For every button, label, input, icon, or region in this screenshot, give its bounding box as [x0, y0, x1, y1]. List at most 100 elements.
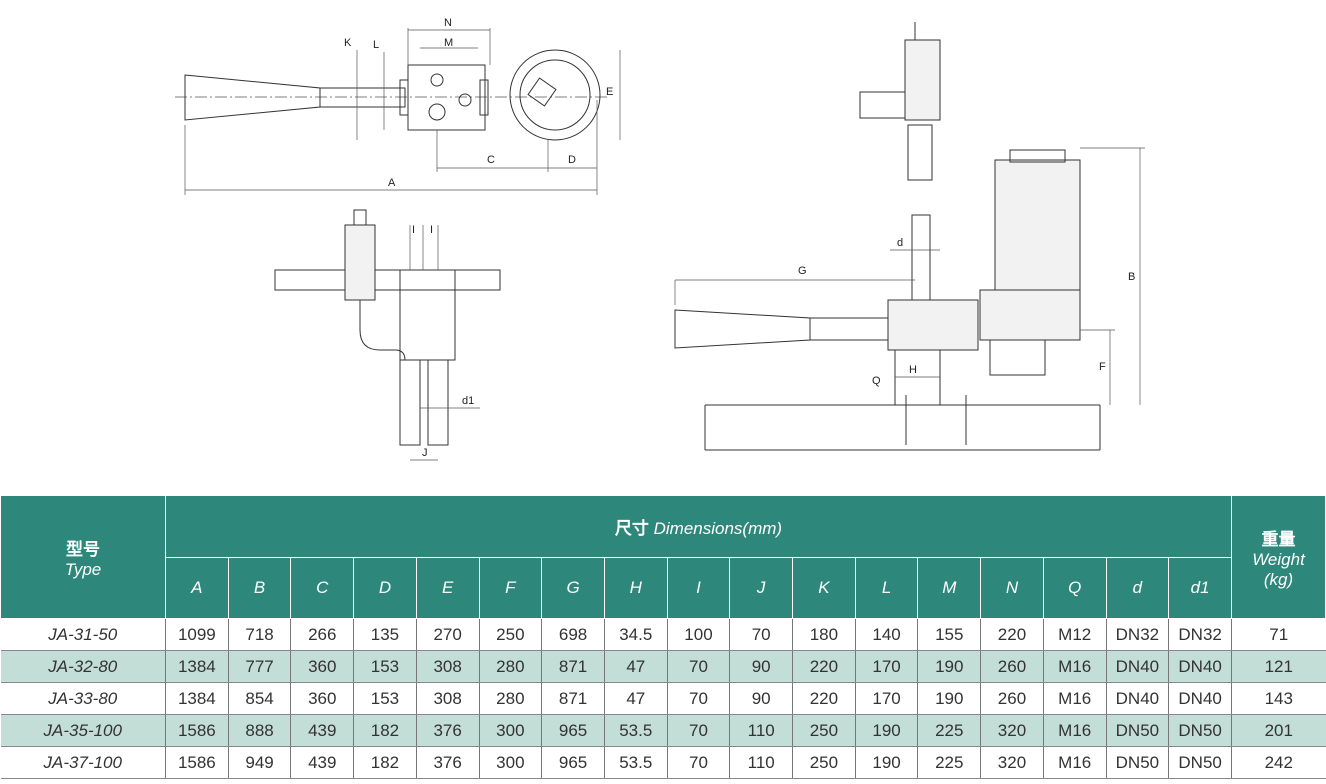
column-header-H: H: [603, 557, 668, 619]
value-cell: DN50: [1105, 714, 1170, 747]
value-cell: 153: [353, 650, 417, 683]
dimension-label: D: [568, 154, 576, 166]
value-cell: 718: [227, 618, 292, 651]
column-header-Q: Q: [1042, 557, 1107, 619]
value-cell: 260: [980, 682, 1044, 715]
value-cell: 47: [603, 682, 668, 715]
value-cell: 190: [854, 746, 919, 779]
column-header-C: C: [290, 557, 355, 619]
value-cell: 965: [541, 714, 605, 747]
type-header-en: Type: [64, 559, 102, 579]
value-cell: M16: [1042, 714, 1107, 747]
dimension-label: N: [444, 17, 452, 29]
dimension-label: d1: [462, 395, 474, 407]
weight-cell: 143: [1231, 682, 1326, 715]
value-cell: 777: [227, 650, 292, 683]
column-header-I: I: [666, 557, 731, 619]
value-cell: 250: [478, 618, 543, 651]
value-cell: 180: [792, 618, 856, 651]
weight-cell: 201: [1231, 714, 1326, 747]
value-cell: 360: [290, 650, 355, 683]
value-cell: 70: [729, 618, 794, 651]
weight-unit: (kg): [1263, 569, 1294, 589]
dimensions-header: 尺寸 Dimensions(mm): [165, 495, 1232, 558]
value-cell: 100: [666, 618, 731, 651]
value-cell: 376: [415, 714, 480, 747]
value-cell: 698: [541, 618, 605, 651]
dimensions-header-en: Dimensions(mm): [653, 519, 783, 538]
value-cell: 182: [353, 714, 417, 747]
value-cell: 170: [854, 682, 919, 715]
value-cell: 308: [415, 682, 480, 715]
value-cell: 1586: [165, 714, 229, 747]
value-cell: 53.5: [603, 714, 668, 747]
dimension-label: E: [606, 86, 613, 98]
side-view-drawing: I I d1 J: [274, 209, 501, 461]
value-cell: 110: [729, 746, 794, 779]
column-header-d: d: [1105, 557, 1170, 619]
value-cell: 1384: [165, 650, 229, 683]
value-cell: 70: [666, 650, 731, 683]
elevation-drawing: G d B F H Q: [674, 22, 1145, 451]
column-header-d1: d1: [1168, 557, 1232, 619]
technical-drawings: A C D N M K L E I I d1 J: [175, 17, 1145, 461]
column-header-D: D: [353, 557, 417, 619]
weight-cell: 71: [1231, 618, 1326, 651]
type-cell: JA-33-80: [0, 682, 166, 715]
type-cell: JA-37-100: [0, 746, 166, 779]
value-cell: 266: [290, 618, 355, 651]
value-cell: 153: [353, 682, 417, 715]
value-cell: DN40: [1105, 650, 1170, 683]
value-cell: 225: [917, 746, 982, 779]
value-cell: 1384: [165, 682, 229, 715]
value-cell: 47: [603, 650, 668, 683]
value-cell: M16: [1042, 682, 1107, 715]
value-cell: 439: [290, 714, 355, 747]
value-cell: 70: [666, 682, 731, 715]
dimension-label: G: [798, 265, 807, 277]
type-cell: JA-35-100: [0, 714, 166, 747]
value-cell: DN40: [1105, 682, 1170, 715]
weight-header-cn: 重量: [1261, 529, 1296, 549]
value-cell: 170: [854, 650, 919, 683]
value-cell: 260: [980, 650, 1044, 683]
weight-cell: 121: [1231, 650, 1326, 683]
value-cell: 155: [917, 618, 982, 651]
value-cell: 308: [415, 650, 480, 683]
type-cell: JA-31-50: [0, 618, 166, 651]
column-header-F: F: [478, 557, 543, 619]
value-cell: M16: [1042, 746, 1107, 779]
value-cell: 439: [290, 746, 355, 779]
value-cell: DN32: [1105, 618, 1170, 651]
value-cell: 190: [917, 682, 982, 715]
value-cell: DN40: [1168, 682, 1232, 715]
column-header-L: L: [854, 557, 919, 619]
value-cell: M16: [1042, 650, 1107, 683]
value-cell: DN50: [1168, 714, 1232, 747]
value-cell: 220: [980, 618, 1044, 651]
value-cell: DN40: [1168, 650, 1232, 683]
value-cell: 300: [478, 714, 543, 747]
weight-header-en: Weight: [1252, 549, 1305, 569]
value-cell: 190: [854, 714, 919, 747]
type-cell: JA-32-80: [0, 650, 166, 683]
weight-cell: 242: [1231, 746, 1326, 779]
column-header-A: A: [165, 557, 229, 619]
type-header-cn: 型号: [66, 539, 100, 559]
column-header-G: G: [541, 557, 605, 619]
value-cell: 1586: [165, 746, 229, 779]
value-cell: 280: [478, 682, 543, 715]
column-header-J: J: [729, 557, 794, 619]
value-cell: 182: [353, 746, 417, 779]
value-cell: DN50: [1105, 746, 1170, 779]
value-cell: 949: [227, 746, 292, 779]
dimension-label: d: [897, 237, 903, 249]
value-cell: 871: [541, 650, 605, 683]
value-cell: 90: [729, 682, 794, 715]
column-header-B: B: [227, 557, 292, 619]
value-cell: 1099: [165, 618, 229, 651]
